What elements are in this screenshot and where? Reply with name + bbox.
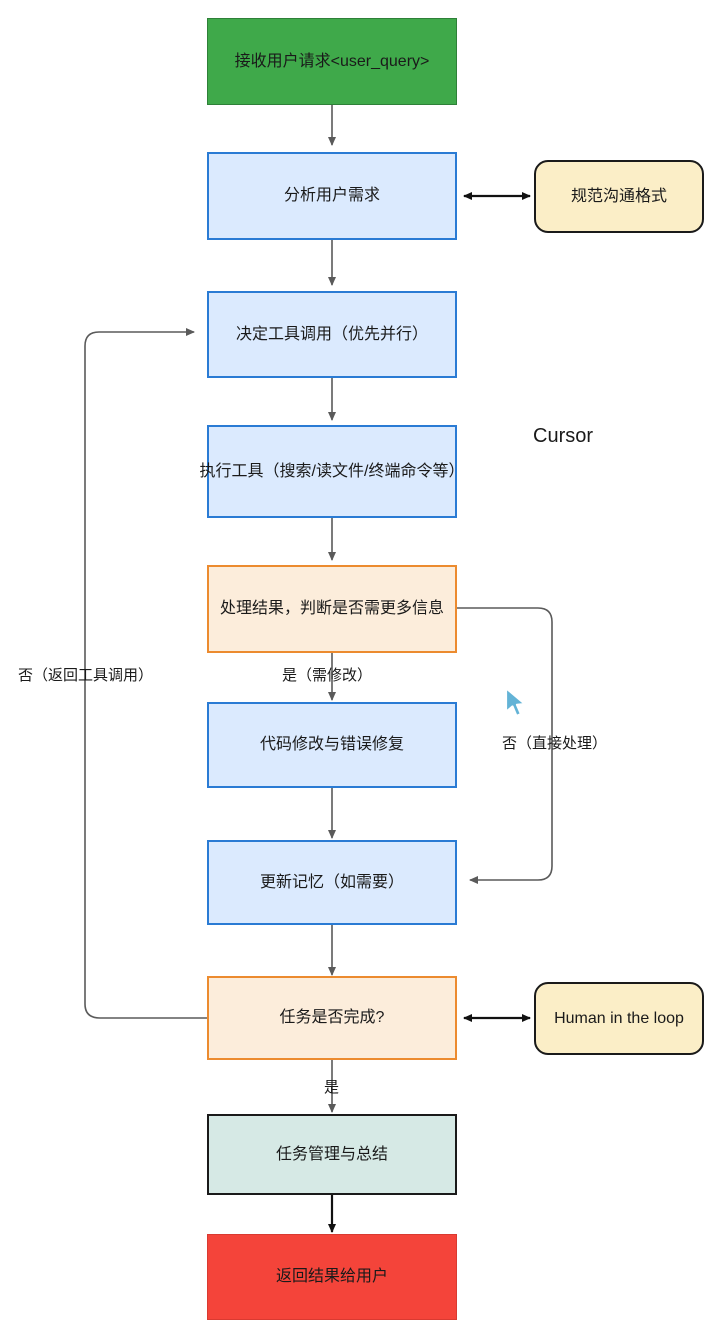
node-start[interactable]: 接收用户请求<user_query> bbox=[207, 18, 457, 105]
node-summarize[interactable]: 任务管理与总结 bbox=[207, 1114, 457, 1195]
node-start-label: 接收用户请求<user_query> bbox=[234, 52, 430, 70]
node-execute[interactable]: 执行工具（搜索/读文件/终端命令等） bbox=[200, 425, 464, 518]
node-analyze-label: 分析用户需求 bbox=[283, 187, 380, 204]
node-format[interactable]: 规范沟通格式 bbox=[534, 160, 704, 233]
node-finish[interactable]: 返回结果给用户 bbox=[207, 1234, 457, 1320]
node-evaluate-label: 处理结果，判断是否需更多信息 bbox=[219, 600, 444, 617]
node-format-label: 规范沟通格式 bbox=[570, 187, 667, 205]
node-complete[interactable]: 任务是否完成? bbox=[207, 976, 457, 1060]
node-memory-label: 更新记忆（如需要） bbox=[259, 873, 404, 891]
node-analyze[interactable]: 分析用户需求 bbox=[207, 152, 457, 240]
edge-label-no-direct: 否（直接处理） bbox=[502, 735, 608, 752]
edge-label-yes-done: 是 bbox=[324, 1079, 340, 1096]
mouse-cursor-icon bbox=[504, 686, 527, 718]
node-memory[interactable]: 更新记忆（如需要） bbox=[207, 840, 457, 925]
node-finish-label: 返回结果给用户 bbox=[275, 1268, 388, 1285]
node-human[interactable]: Human in the loop bbox=[534, 982, 704, 1055]
node-human-label: Human in the loop bbox=[554, 1009, 684, 1027]
node-decide-label: 决定工具调用（优先并行） bbox=[235, 325, 428, 343]
node-evaluate[interactable]: 处理结果，判断是否需更多信息 bbox=[207, 565, 457, 653]
node-execute-label: 执行工具（搜索/读文件/终端命令等） bbox=[199, 462, 465, 480]
edge-label-yes-modify: 是（需修改） bbox=[282, 667, 373, 684]
title-label: Cursor bbox=[533, 425, 594, 447]
edge-label-no-back-tool: 否（返回工具调用） bbox=[18, 667, 154, 684]
node-fix[interactable]: 代码修改与错误修复 bbox=[207, 702, 457, 788]
node-complete-label: 任务是否完成? bbox=[279, 1009, 385, 1026]
node-fix-label: 代码修改与错误修复 bbox=[259, 736, 404, 753]
node-decide[interactable]: 决定工具调用（优先并行） bbox=[207, 291, 457, 378]
node-summarize-label: 任务管理与总结 bbox=[275, 1145, 388, 1163]
